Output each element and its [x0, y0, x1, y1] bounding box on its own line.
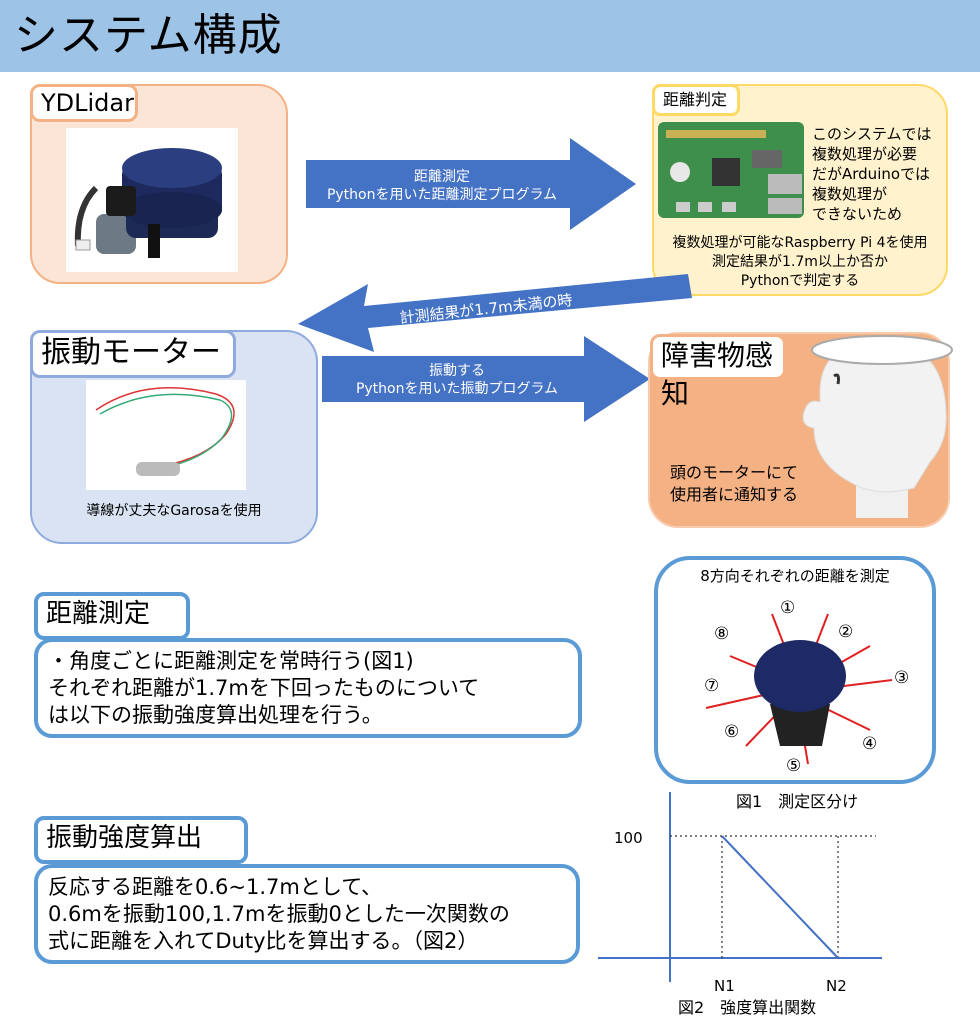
arrow-measure-line2: Pythonを用いた距離測定プログラム	[326, 187, 558, 203]
distance-section-label: 距離測定	[34, 592, 190, 640]
judge-side-line: できないため	[812, 205, 903, 223]
obstacle-label: 障害物感知	[650, 334, 786, 410]
ydlidar-label: YDLidar	[30, 84, 138, 122]
fig1-dir-2: ②	[838, 622, 854, 642]
arrow-result	[298, 274, 692, 352]
fig2-caption: 図2 強度算出関数	[678, 998, 817, 1017]
arrow-vibrate-line1: 振動する	[429, 363, 485, 379]
fig1-dir-3: ③	[894, 668, 910, 688]
judge-bottom-text: 複数処理が可能なRaspberry Pi 4を使用 測定結果が1.7m以上か否か…	[652, 234, 948, 291]
arrow-vibrate-line2: Pythonを用いた振動プログラム	[355, 381, 559, 397]
fig2-graph	[598, 792, 882, 982]
distance-line: ・角度ごとに距離測定を常時行う(図1)	[48, 649, 414, 673]
judge-side-line: 複数処理が	[812, 185, 888, 203]
arrow-measure	[306, 138, 636, 230]
judge-label: 距離判定	[652, 84, 740, 116]
strength-section-label: 振動強度算出	[34, 816, 248, 864]
arrow-vibrate	[322, 336, 650, 422]
motor-photo	[86, 380, 246, 490]
arrow-measure-text: 距離測定 Pythonを用いた距離測定プログラム	[310, 168, 574, 204]
strength-line: 式に距離を入れてDuty比を算出する。（図2）	[48, 929, 479, 953]
fig1-dir-5: ⑤	[786, 756, 802, 776]
distance-description: ・角度ごとに距離測定を常時行う(図1) それぞれ距離が1.7mを下回ったものにつ…	[34, 638, 582, 738]
strength-description: 反応する距離を0.6~1.7mとして、 0.6mを振動100,1.7mを振動0と…	[34, 864, 580, 964]
fig1-caption: 図1 測定区分け	[736, 792, 859, 811]
fig1-dir-1: ①	[780, 598, 796, 618]
judge-bottom-line: 複数処理が可能なRaspberry Pi 4を使用	[672, 235, 928, 251]
fig1-dir-8: ⑧	[714, 624, 730, 644]
judge-side-line: 複数処理が必要	[812, 145, 918, 163]
fig1-dir-7: ⑦	[704, 676, 720, 696]
raspberry-pi-photo	[656, 120, 806, 220]
judge-bottom-line: 測定結果が1.7m以上か否か	[712, 254, 888, 270]
fig1-dir-4: ④	[862, 734, 878, 754]
head-illustration	[796, 332, 956, 518]
ydlidar-photo	[66, 128, 238, 272]
distance-line: それぞれ距離が1.7mを下回ったものについて	[48, 676, 480, 700]
distance-line: は以下の振動強度算出処理を行う。	[48, 703, 383, 727]
fig1-dir-6: ⑥	[724, 722, 740, 742]
judge-bottom-line: Pythonで判定する	[740, 273, 860, 289]
strength-line: 反応する距離を0.6~1.7mとして、	[48, 875, 383, 899]
title-bar	[0, 0, 980, 72]
obstacle-line: 使用者に通知する	[670, 485, 799, 504]
judge-side-text: このシステムでは 複数処理が必要 だがArduinoでは 複数処理が できないた…	[812, 124, 932, 224]
obstacle-text: 頭のモーターにて 使用者に通知する	[670, 462, 798, 506]
page-title: システム構成	[14, 10, 283, 61]
arrow-vibrate-text: 振動する Pythonを用いた振動プログラム	[326, 362, 588, 398]
judge-side-line: だがArduinoでは	[812, 165, 931, 183]
fig1-diagram	[705, 613, 893, 765]
fig2-y-label: 100	[614, 829, 643, 847]
fig2-x-label-n2: N2	[826, 977, 847, 995]
arrow-measure-line1: 距離測定	[414, 169, 470, 185]
fig2-x-label-n1: N1	[714, 977, 735, 995]
motor-label: 振動モーター	[30, 330, 236, 378]
obstacle-line: 頭のモーターにて	[670, 463, 799, 482]
fig1-title: 8方向それぞれの距離を測定	[700, 567, 890, 585]
strength-line: 0.6mを振動100,1.7mを振動0とした一次関数の	[48, 902, 510, 926]
judge-side-line: このシステムでは	[812, 125, 932, 143]
motor-caption: 導線が丈夫なGarosaを使用	[86, 503, 262, 519]
